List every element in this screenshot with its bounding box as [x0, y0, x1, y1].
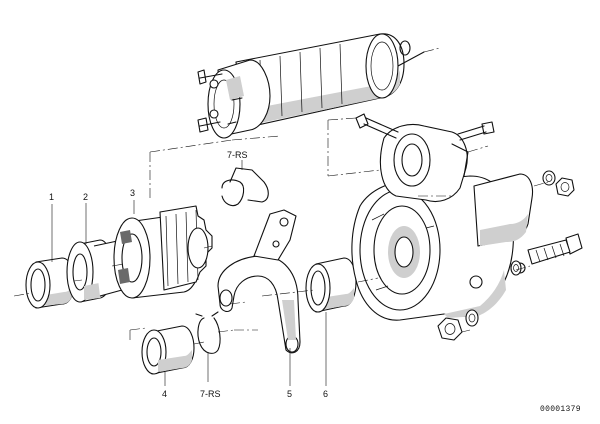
part-1-bushing — [25, 257, 75, 309]
callout-1: 1 — [49, 192, 55, 202]
long-bolt — [527, 233, 583, 265]
callout-7-rs-top: 7-RS — [227, 150, 248, 160]
drawing-number: 00001379 — [540, 405, 581, 414]
nut-lower — [437, 317, 463, 341]
bolt-top-right — [457, 121, 495, 141]
washer-mid-right — [510, 260, 522, 276]
callout-2: 2 — [83, 192, 89, 202]
callout-4: 4 — [162, 389, 168, 399]
callout-6: 6 — [323, 389, 329, 399]
drive-end-housing — [351, 123, 534, 321]
washer-upper-right — [542, 170, 556, 186]
assembly-centerlines — [13, 47, 549, 345]
clip-7rs-top — [221, 160, 269, 207]
part-4-ring — [141, 325, 195, 375]
nut-upper-right — [555, 177, 575, 197]
part-5-shift-lever — [217, 209, 301, 354]
callout-3: 3 — [130, 188, 136, 198]
clip-7rs-bottom — [195, 311, 221, 354]
solenoid-switch — [197, 33, 425, 139]
washer-lower — [465, 309, 479, 327]
part-6-bushing — [305, 257, 357, 313]
callout-5: 5 — [287, 389, 293, 399]
callout-leaders — [51, 200, 327, 386]
bolt-top-left — [355, 113, 399, 139]
part-3-pinion-drive — [113, 205, 213, 299]
callout-7-rs-bottom: 7-RS — [200, 389, 221, 399]
